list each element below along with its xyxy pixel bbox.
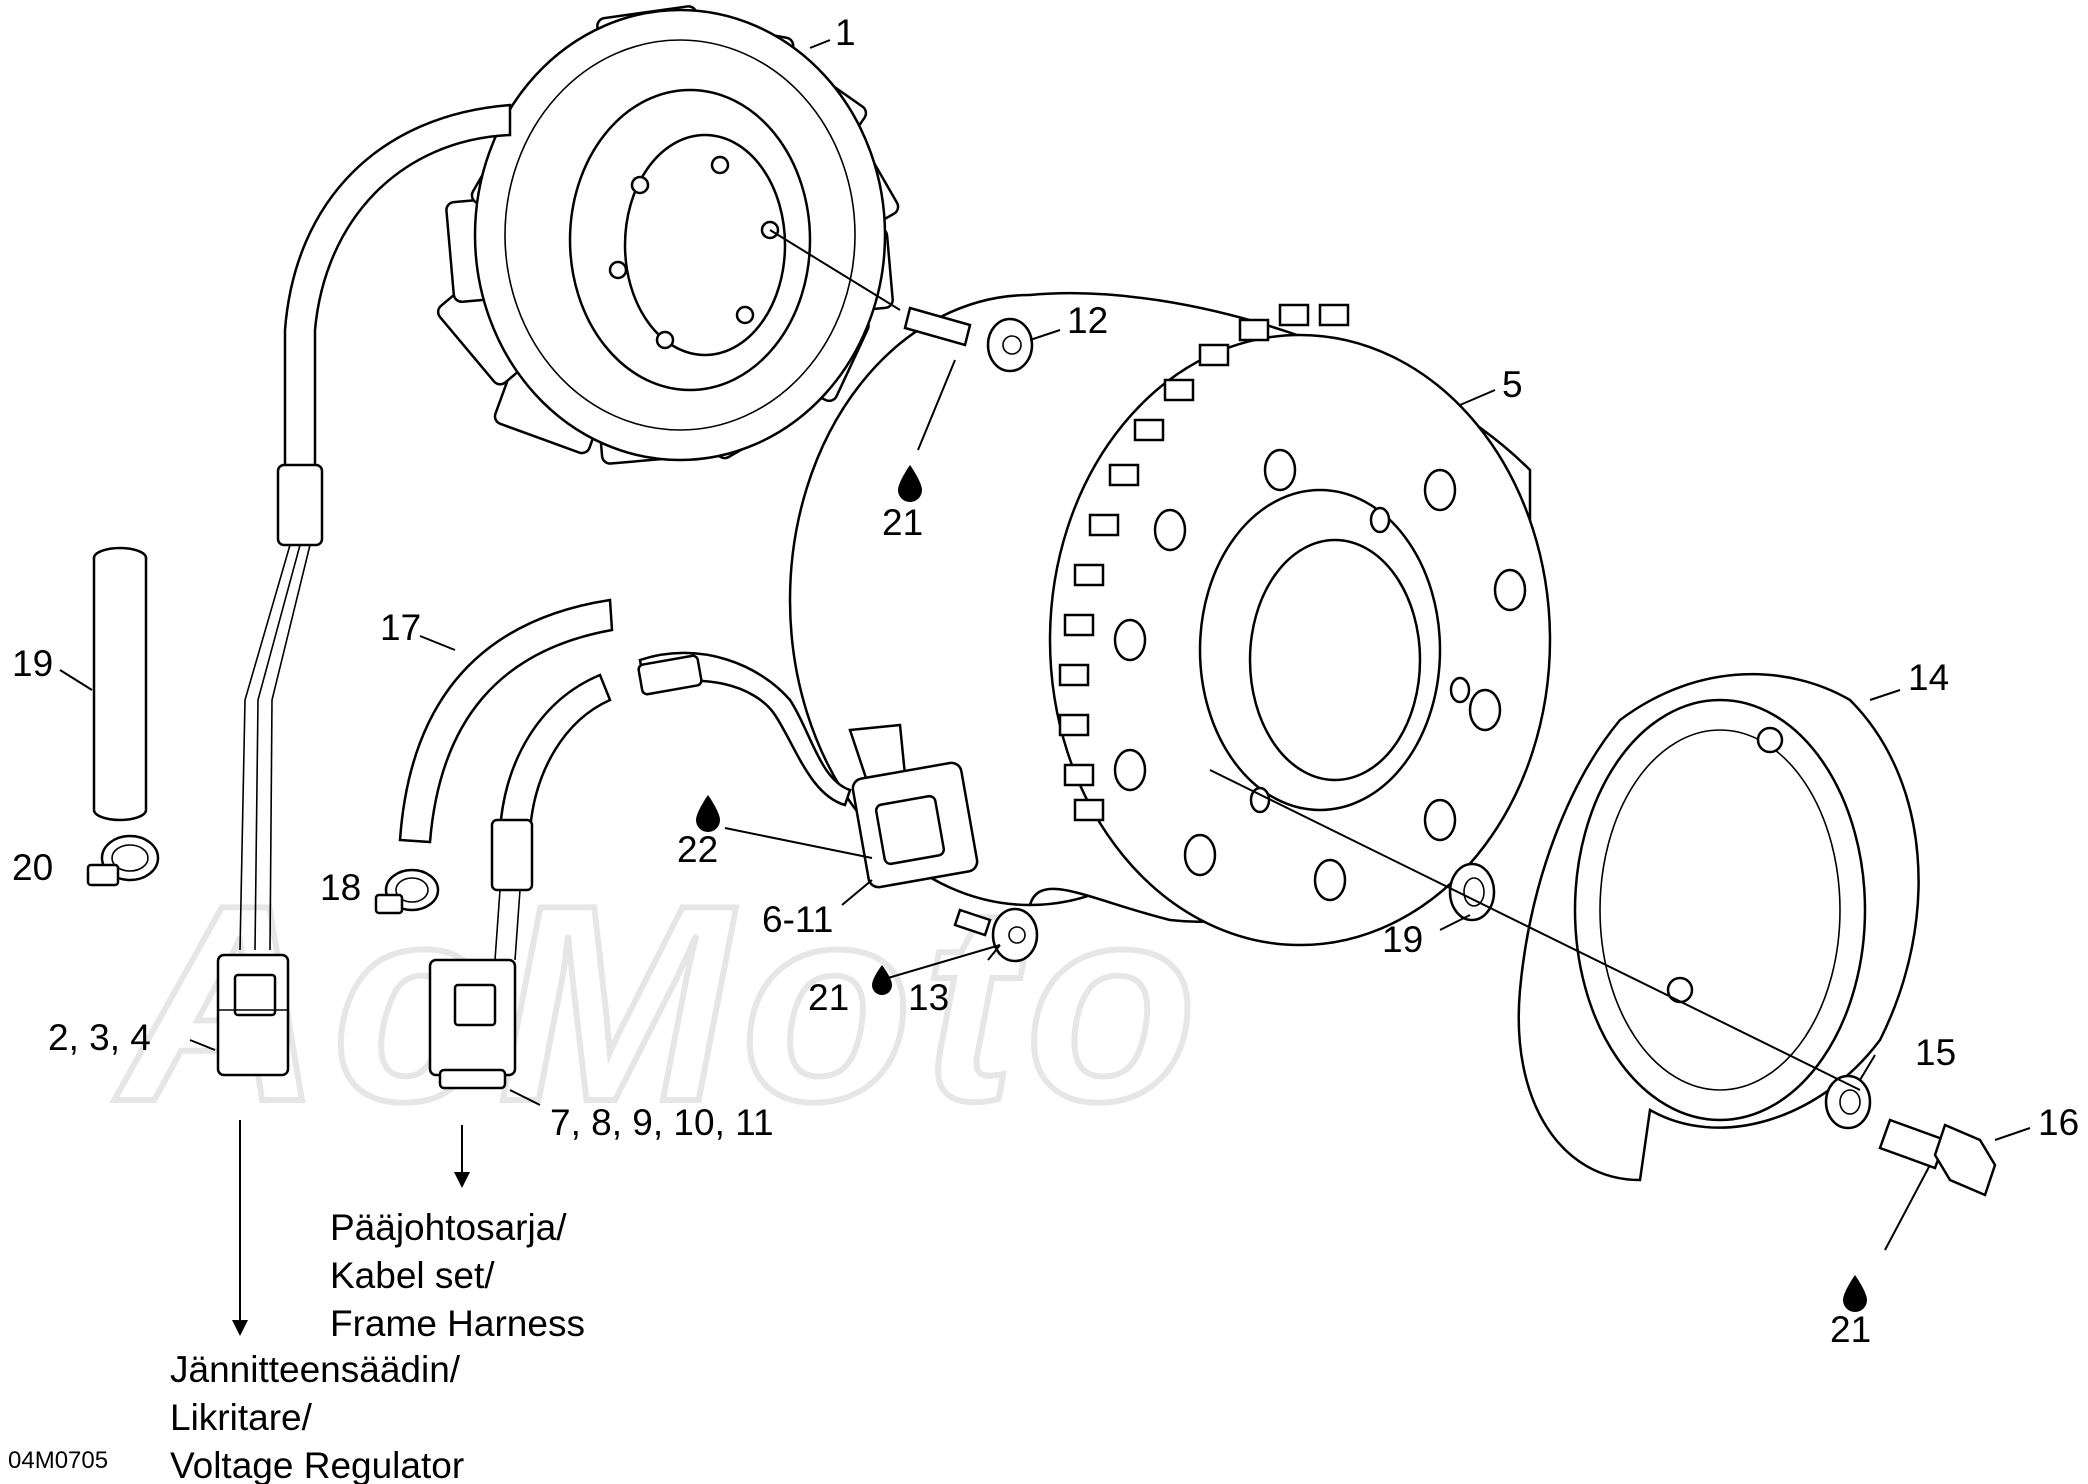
harness-note-line2: Kabel set/	[330, 1255, 495, 1296]
starter-ring	[1517, 672, 1920, 1182]
clamp	[86, 834, 160, 887]
harness-note-line1: Pääjohtosarja/	[330, 1207, 567, 1248]
bolt	[1878, 1118, 1997, 1197]
callout-5: 5	[1502, 364, 1523, 405]
callout-19: 19	[1382, 919, 1423, 960]
callout-21: 21	[1830, 1309, 1871, 1350]
callout-12: 12	[1067, 300, 1108, 341]
flywheel	[788, 291, 1552, 947]
pickup-sensor	[428, 651, 979, 1090]
callout-14: 14	[1908, 657, 1949, 698]
oil-drop-icon	[898, 465, 922, 502]
callout-1: 1	[835, 12, 856, 53]
callout-17: 17	[380, 607, 421, 648]
regulator-note-line1: Jännitteensäädin/	[170, 1349, 461, 1390]
stator	[436, 5, 900, 465]
regulator-note-line2: Likritare/	[170, 1397, 313, 1438]
figure-code: 04M0705	[8, 1447, 108, 1474]
callout-16: 16	[2038, 1102, 2079, 1143]
callout-6-11: 6-11	[762, 899, 833, 940]
harness-note-line3: Frame Harness	[330, 1303, 585, 1344]
callout-20: 20	[12, 847, 53, 888]
callout-21: 21	[808, 977, 849, 1018]
callout-22: 22	[677, 829, 718, 870]
callout-21: 21	[882, 502, 923, 543]
callout-2-3-4: 2, 3, 4	[48, 1017, 151, 1058]
washer	[1448, 862, 1496, 922]
oil-drop-icon	[872, 965, 892, 995]
oil-drop-icon	[1843, 1275, 1867, 1312]
screw	[953, 907, 1039, 963]
hose	[398, 598, 614, 844]
callout-7-8-9-10-11: 7, 8, 9, 10, 11	[550, 1102, 774, 1143]
clamp	[374, 868, 440, 915]
callout-13: 13	[908, 977, 949, 1018]
callout-19: 19	[12, 643, 53, 684]
arrow-icon	[232, 1172, 470, 1336]
regulator-note-line3: Voltage Regulator	[170, 1445, 464, 1484]
tube	[92, 546, 148, 822]
callout-18: 18	[320, 867, 361, 908]
leader-lines	[59, 39, 2031, 1325]
oil-drop-icon	[696, 795, 720, 832]
screw	[903, 306, 1034, 373]
callout-15: 15	[1915, 1032, 1956, 1073]
stator-wire	[216, 103, 512, 1077]
